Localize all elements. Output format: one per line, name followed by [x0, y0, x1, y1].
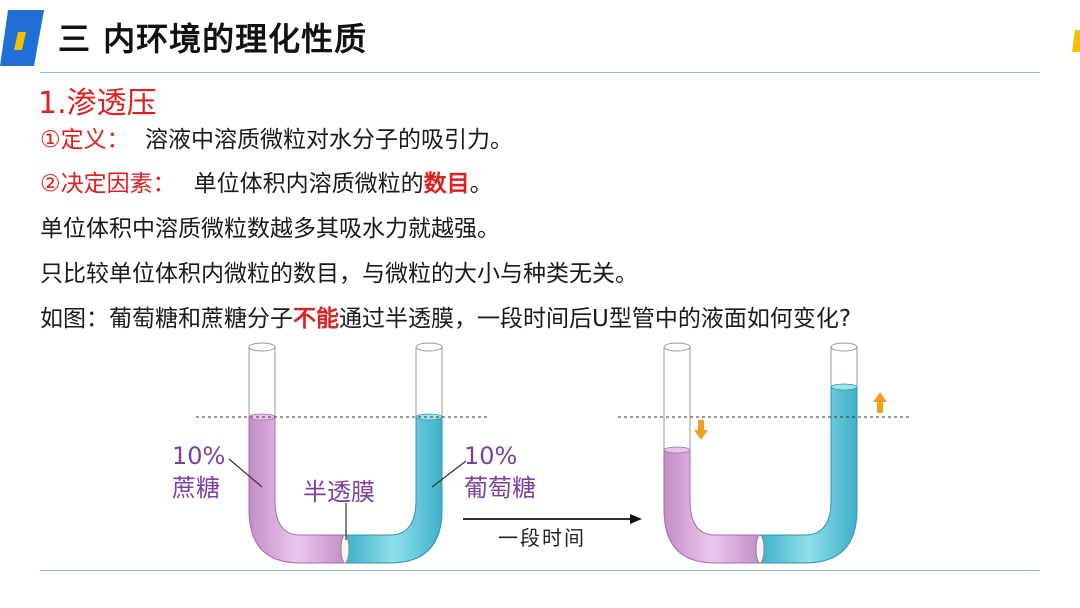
header-accent-icon: [0, 10, 44, 66]
definition-text: 溶液中溶质微粒对水分子的吸引力。: [144, 127, 513, 153]
glucose-name: 葡萄糖: [464, 474, 536, 502]
glucose-label: 10% 葡萄糖: [464, 440, 536, 504]
membrane-label: 半透膜: [303, 478, 375, 506]
u-tube-diagram: [196, 342, 912, 564]
factor-label: ②决定因素：: [40, 171, 176, 197]
factor-end: 。: [469, 171, 493, 197]
glucose-percent: 10%: [464, 442, 518, 470]
bottom-divider: [40, 570, 1040, 571]
question-post: 通过半透膜，一段时间后U型管中的液面如何变化?: [339, 306, 852, 332]
u-tube-before: [248, 342, 443, 564]
sucrose-name: 蔗糖: [172, 474, 220, 502]
time-arrow-label: 一段时间: [498, 526, 586, 550]
definition-line: ①定义： 溶液中溶质微粒对水分子的吸引力。: [40, 120, 513, 154]
down-arrow-icon: [694, 420, 708, 440]
question-pre: 如图：葡萄糖和蔗糖分子: [40, 306, 293, 332]
rule-line-3: 单位体积中溶质微粒数越多其吸水力就越强。: [40, 216, 500, 242]
sucrose-percent: 10%: [172, 442, 226, 470]
header-right-accent-icon: [1072, 30, 1080, 52]
rule-line-4: 只比较单位体积内微粒的数目，与微粒的大小与种类无关。: [40, 261, 638, 287]
glucose-pointer: [431, 460, 467, 488]
factor-line: ②决定因素： 单位体积内溶质微粒的数目。: [40, 164, 493, 198]
factor-text: 单位体积内溶质微粒的: [193, 171, 424, 197]
section-heading: 1.渗透压: [38, 86, 157, 121]
sucrose-pointer: [228, 458, 263, 488]
u-tube-after: [663, 342, 858, 564]
title-divider: [40, 72, 1040, 73]
question-line: 如图：葡萄糖和蔗糖分子不能通过半透膜，一段时间后U型管中的液面如何变化?: [40, 299, 851, 333]
up-arrow-icon: [873, 392, 887, 413]
definition-label: ①定义：: [40, 127, 130, 153]
page-title: 三 内环境的理化性质: [58, 20, 368, 58]
sucrose-label: 10% 蔗糖: [172, 440, 225, 504]
question-emphasis: 不能: [293, 306, 339, 332]
factor-emphasis: 数目: [423, 171, 470, 197]
